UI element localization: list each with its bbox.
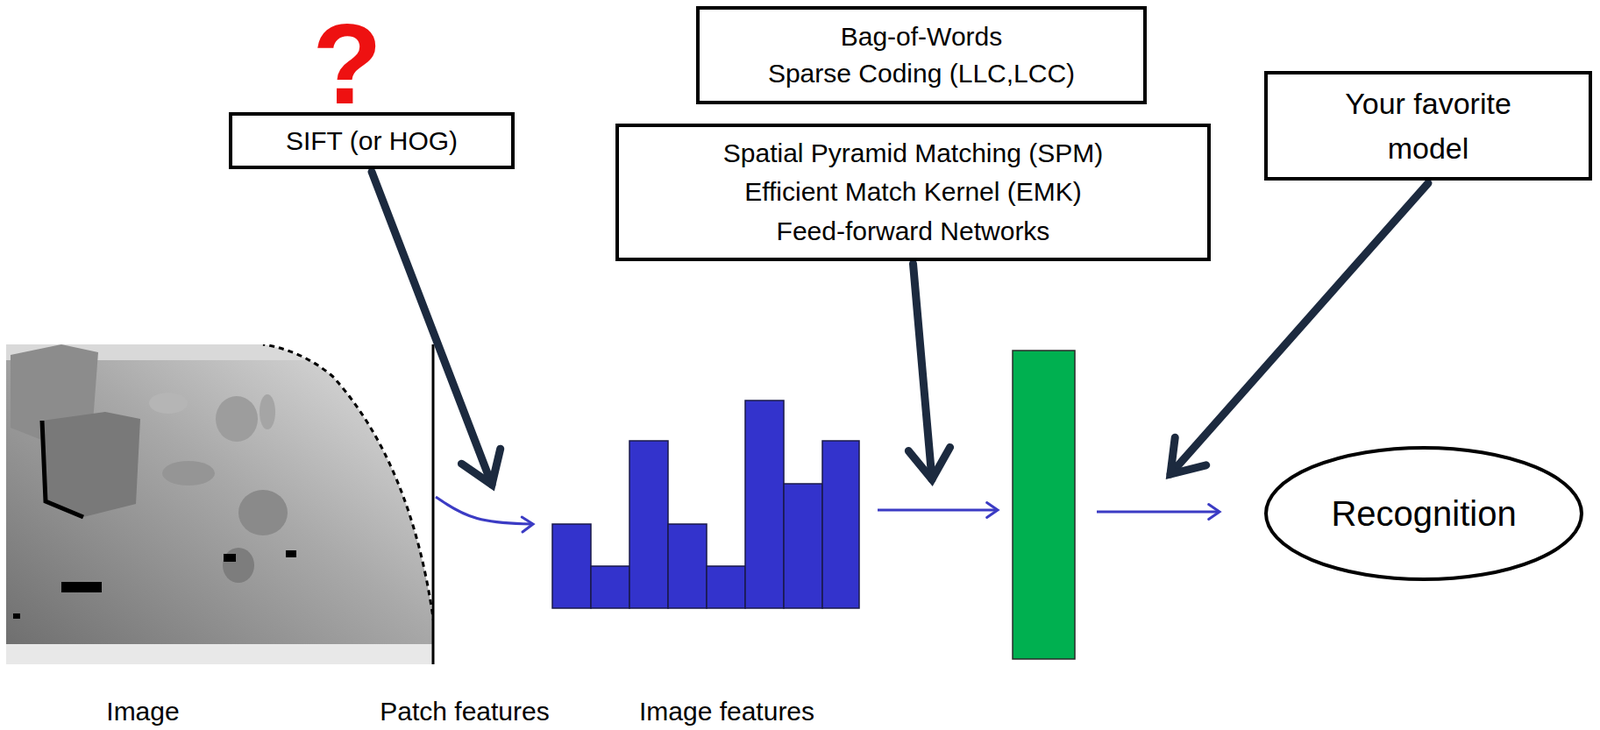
- node-text: SIFT (or HOG): [285, 125, 458, 157]
- depth-shadow: [42, 420, 84, 518]
- depth-empty-region: [263, 344, 434, 625]
- depth-bowl: [149, 392, 188, 414]
- leader-arrow: [913, 263, 933, 480]
- text-line: Your favorite: [1344, 81, 1512, 127]
- depth-object: [222, 547, 255, 584]
- text-line: Bag-of-Words: [768, 18, 1075, 56]
- stage-label: Image: [106, 696, 179, 726]
- depth-object: [238, 490, 288, 536]
- leader-arrow: [371, 171, 492, 485]
- depth-edge: [263, 344, 434, 625]
- image-border: [432, 344, 435, 665]
- arrow-head: [461, 448, 500, 485]
- text-line: model: [1344, 126, 1512, 171]
- histogram-bar: [629, 440, 669, 609]
- recognition-ellipse: Recognition: [1263, 445, 1585, 583]
- stage-label: Image features: [639, 696, 815, 726]
- histogram-bar: [745, 400, 784, 609]
- text-line: SIFT (or HOG): [285, 125, 458, 157]
- node-text: Your favorite model: [1344, 81, 1512, 171]
- flow-arrow: [1096, 511, 1220, 514]
- histogram-bar: [783, 483, 823, 609]
- text-line: Spatial Pyramid Matching (SPM): [723, 134, 1103, 173]
- depth-hole: [285, 550, 297, 558]
- histogram-bar: [706, 566, 746, 609]
- stage-label: Patch features: [379, 696, 549, 726]
- histogram-bar: [668, 524, 707, 609]
- histogram-bar: [822, 440, 860, 609]
- depth-object: [259, 394, 276, 430]
- ellipse-shape: [1265, 448, 1582, 580]
- model-box: Your favorite model: [1264, 71, 1593, 181]
- feature-vector: [1012, 350, 1075, 660]
- text-line: Recognition: [1330, 492, 1516, 535]
- text-line: Sparse Coding (LLC,LCC): [768, 55, 1075, 93]
- arrow-head: [987, 503, 998, 519]
- depth-hole: [223, 554, 236, 562]
- depth-hole: [61, 582, 102, 593]
- histogram: [552, 400, 860, 609]
- node-text: Recognition: [1330, 492, 1516, 535]
- text-line: Feed-forward Networks: [723, 212, 1103, 251]
- depth-object: [162, 461, 215, 486]
- depth-hole: [13, 613, 21, 619]
- node-text: Spatial Pyramid Matching (SPM) Efficient…: [723, 134, 1103, 250]
- method-box: Spatial Pyramid Matching (SPM) Efficient…: [615, 123, 1211, 262]
- arrow-group: [371, 171, 1429, 533]
- arrow-head: [1170, 437, 1207, 475]
- text-line: Efficient Match Kernel (EMK): [723, 172, 1103, 212]
- histogram-bar: [552, 524, 591, 609]
- histogram-bar: [590, 566, 630, 609]
- depth-image: [6, 344, 434, 665]
- node-text: Bag-of-Words Sparse Coding (LLC,LCC): [768, 18, 1075, 93]
- arrow-head: [1208, 504, 1220, 520]
- depth-box: [42, 412, 141, 518]
- flow-arrow: [435, 497, 534, 525]
- method-box: Bag-of-Words Sparse Coding (LLC,LCC): [696, 6, 1147, 105]
- arrow-head: [521, 517, 534, 533]
- depth-floor: [6, 644, 434, 665]
- flow-arrow: [877, 509, 998, 512]
- question-mark: ?: [312, 7, 382, 121]
- depth-ground: [6, 344, 434, 665]
- arrow-head: [908, 447, 950, 480]
- depth-object: [215, 396, 258, 442]
